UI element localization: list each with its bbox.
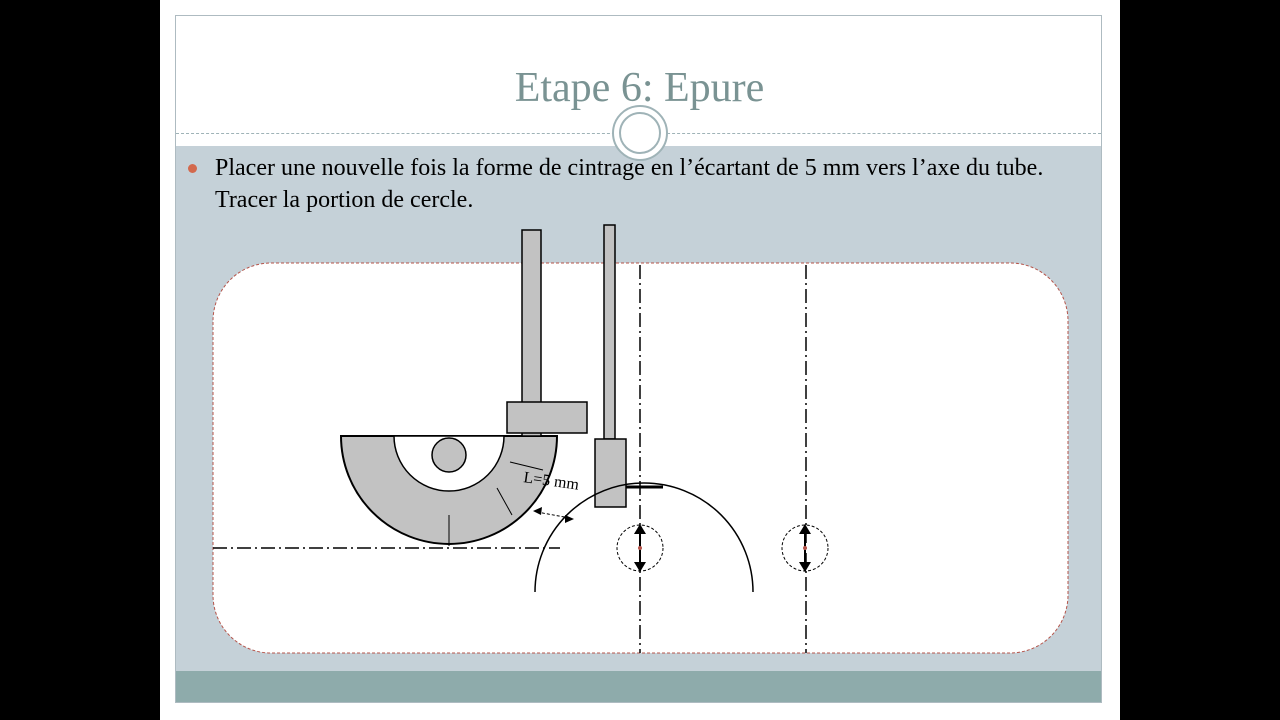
slide-title: Etape 6: Epure: [514, 65, 765, 111]
bullet-item: Placer une nouvelle fois la forme de cin…: [188, 152, 1068, 216]
traced-arc: [534, 482, 754, 593]
form-tick-2: [496, 487, 513, 516]
gauge-block: [594, 438, 627, 508]
bullet-dot-icon: [188, 164, 197, 173]
divider-ornament-icon: [612, 105, 668, 161]
bending-form-pin: [431, 437, 467, 473]
tube-section-2: [781, 524, 829, 572]
tube-section-1: [616, 524, 664, 572]
bullet-text: Placer une nouvelle fois la forme de cin…: [215, 155, 1044, 213]
square-stock: [506, 401, 588, 434]
dimension-arrow: [533, 507, 574, 523]
form-tick-3: [509, 461, 544, 471]
gauge-blade: [603, 224, 616, 440]
footer-band: [176, 671, 1101, 702]
square-blade: [521, 229, 542, 437]
